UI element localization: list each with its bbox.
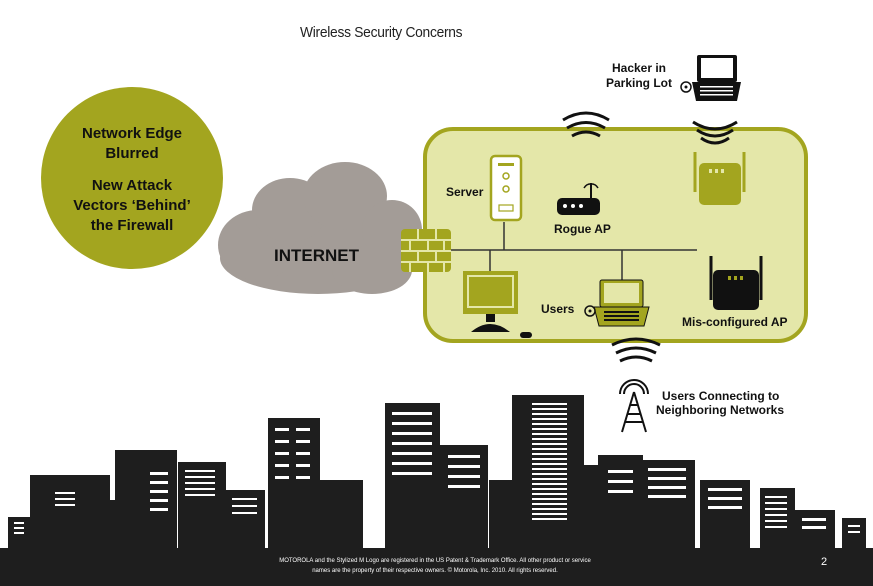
slide-title: Wireless Security Concerns (300, 24, 463, 41)
neighbor-label-line-1: Users Connecting to (662, 389, 780, 403)
circle-line-2: Blurred (105, 145, 159, 162)
access-point-icon (693, 152, 746, 205)
internet-cloud-icon (218, 162, 422, 294)
hacker-laptop-icon (680, 55, 741, 101)
circle-line-4: Vectors ‘Behind’ (73, 197, 191, 214)
neighbor-wireless-signal-icon (611, 337, 661, 363)
circle-line-3: New Attack (91, 177, 173, 194)
rogue-ap-router-icon (557, 183, 600, 215)
firewall-icon (401, 229, 451, 272)
circle-line-1: Network Edge (81, 125, 183, 142)
desktop-computer-icon (463, 271, 532, 338)
hacker-label-line-2: Parking Lot (605, 76, 672, 90)
hacker-label-line-1: Hacker in (611, 61, 667, 75)
server-label: Server (446, 185, 484, 199)
misconfigured-ap-label: Mis-configured AP (682, 315, 788, 329)
hacker-wireless-signal-icon (692, 120, 738, 145)
lan-network-lines (451, 222, 697, 280)
user-laptop-icon (584, 279, 650, 327)
neighbor-label-line-2: Neighboring Networks (656, 403, 785, 417)
misconfigured-ap-icon (709, 256, 763, 310)
wireless-signal-icon (562, 111, 610, 138)
copyright-footer: MOTOROLA and the Stylized M Logo are reg… (200, 556, 670, 576)
copyright-line-2: names are the property of their respecti… (312, 568, 558, 574)
network-edge-circle: Network Edge Blurred New Attack Vectors … (41, 87, 223, 269)
users-label: Users (541, 302, 575, 316)
copyright-line-1: MOTOROLA and the Stylized M Logo are reg… (279, 558, 591, 564)
page-number: 2 (821, 556, 828, 568)
city-skyline-graphic (0, 395, 873, 586)
circle-line-5: the Firewall (90, 217, 174, 234)
server-icon (489, 154, 523, 222)
internet-label: INTERNET (274, 246, 359, 265)
rogue-ap-label: Rogue AP (554, 222, 611, 236)
cell-tower-icon (619, 379, 649, 433)
